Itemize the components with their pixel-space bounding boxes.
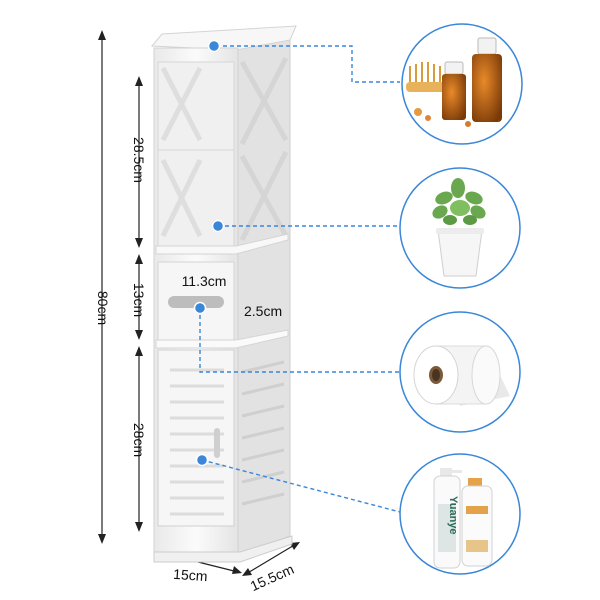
callout-toilet-roll	[399, 311, 521, 433]
depth-label: 15.5cm	[248, 561, 296, 594]
oil-bottles-icon	[406, 37, 502, 127]
marker-dots	[193, 39, 225, 467]
cabinet-height-label: 28cm	[131, 423, 147, 457]
toilet-roll-icon	[413, 345, 510, 406]
plant-icon	[432, 178, 486, 277]
slot-height-label: 2.5cm	[244, 303, 282, 319]
drawer-height-label: 13cm	[131, 283, 147, 317]
slot-width-label: 11.3cm	[182, 273, 227, 289]
bathroom-cabinet	[150, 25, 297, 563]
total-height-label: 80cm	[95, 291, 111, 325]
callout-oils	[401, 23, 523, 145]
shelf-height-label: 28.5cm	[131, 137, 147, 183]
callout-lines	[199, 45, 401, 513]
bottles-icon	[433, 468, 493, 569]
width-label: 15cm	[173, 566, 208, 584]
callout-plant	[399, 167, 521, 289]
shampoo-brand-label: Yuanye	[447, 496, 459, 535]
callout-bottles: Yuanye	[399, 453, 521, 575]
